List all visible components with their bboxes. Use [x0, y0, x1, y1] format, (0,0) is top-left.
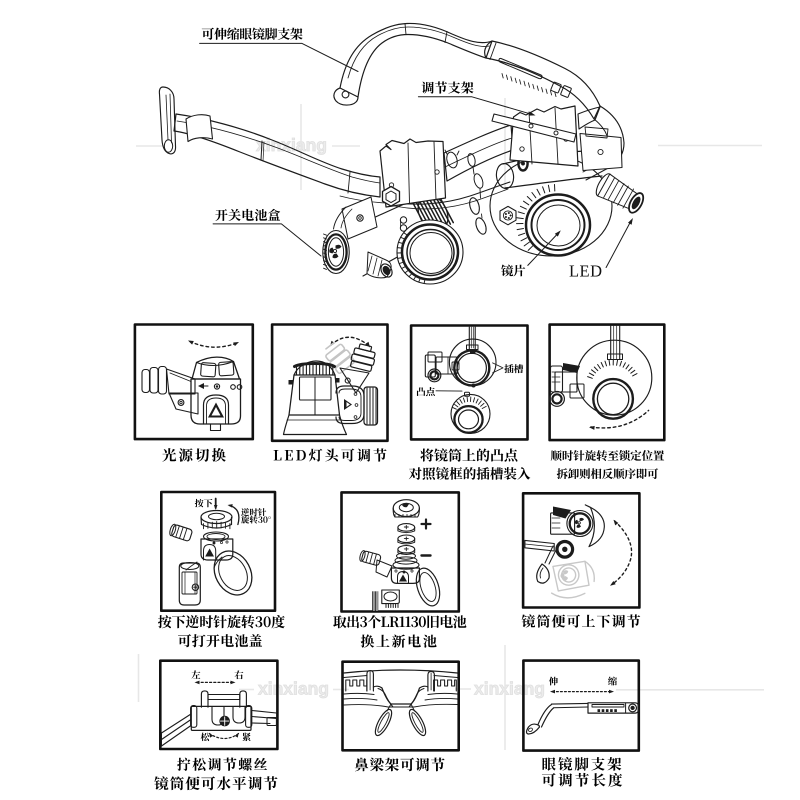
svg-text:xinxiang: xinxiang — [474, 679, 545, 699]
svg-text:xinxiang: xinxiang — [256, 135, 327, 155]
svg-text:LED: LED — [569, 262, 602, 281]
svg-text:xinxiang: xinxiang — [258, 679, 329, 699]
